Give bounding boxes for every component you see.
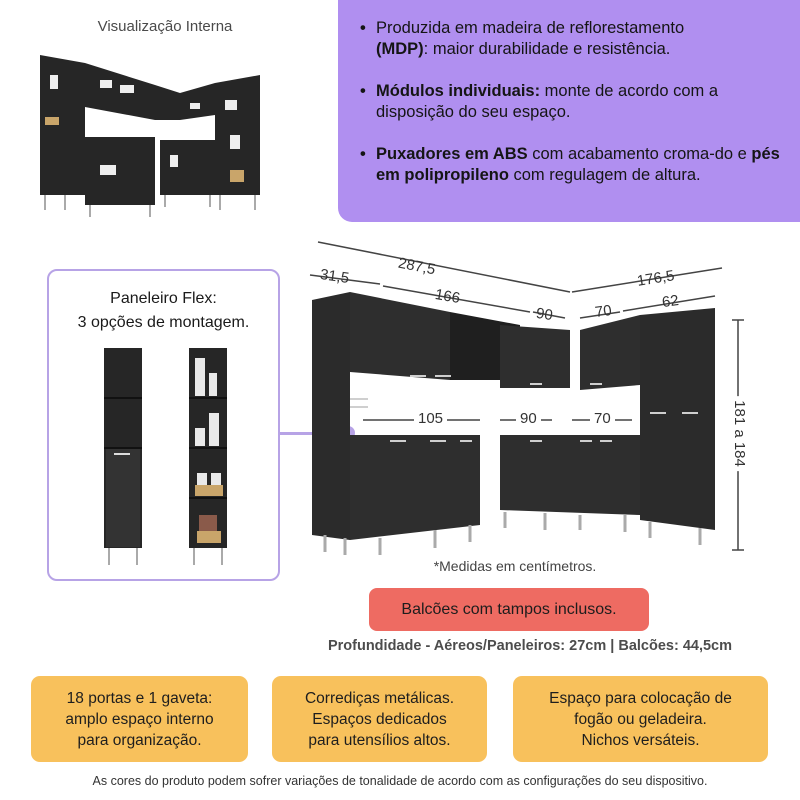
paneleiro-flex-box: Paneleiro Flex: 3 opções de montagem.	[47, 269, 280, 581]
dim-height: 181 a 184	[730, 396, 748, 471]
kitchen-interior-illustration	[40, 55, 260, 217]
feature-item-handles: Puxadores em ABS com acabamento croma-do…	[360, 144, 784, 186]
depth-info: Profundidade - Aéreos/Paneleiros: 27cm |…	[327, 638, 733, 654]
color-disclaimer: As cores do produto podem sofrer variaçõ…	[92, 774, 708, 788]
dim-62: 62	[660, 291, 680, 312]
feature-item-modules: Módulos individuais: monte de acordo com…	[360, 81, 784, 123]
feature-item-mdp: Produzida em madeira de reflorestamento …	[360, 18, 784, 60]
measurement-note: *Medidas em centímetros.	[433, 558, 597, 574]
dim-105: 105	[414, 410, 448, 427]
kitchen-dimension-diagram: 287,5 176,5 31,5 166 90 70 62 105 90 70 …	[290, 230, 800, 560]
features-panel: Produzida em madeira de reflorestamento …	[338, 0, 800, 222]
tampos-badge: Balcões com tampos inclusos.	[369, 588, 649, 631]
preview-title: Visualização Interna	[97, 18, 233, 35]
dim-90-top: 90	[534, 304, 554, 325]
dim-70-top: 70	[593, 301, 613, 322]
kitchen-cabinets-illustration	[309, 241, 744, 555]
dim-90-counter: 90	[516, 410, 541, 427]
paneleiro-title: Paneleiro Flex: 3 opções de montagem.	[77, 290, 250, 331]
dim-70-counter: 70	[590, 410, 615, 427]
paneleiro-options-illustration	[104, 348, 227, 565]
feature-card-doors: 18 portas e 1 gaveta:amplo espaço intern…	[31, 676, 248, 762]
